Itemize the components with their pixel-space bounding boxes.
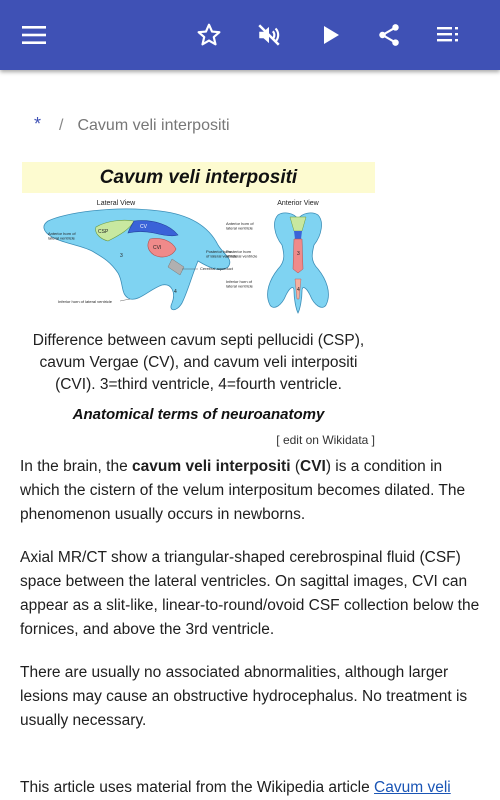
lateral-inferior-horn-label: Inferior horn of lateral ventricle — [58, 299, 113, 304]
aqueduct-label: Cerebral aqueduct — [200, 266, 234, 271]
breadcrumb-current: Cavum veli interpositi — [77, 117, 230, 134]
play-icon — [324, 26, 339, 44]
infobox-subtitle: Anatomical terms of neuroanatomy — [72, 406, 325, 423]
menu-button[interactable] — [13, 13, 57, 57]
volume-off-icon — [258, 24, 280, 46]
lateral-ventricle-shape — [43, 208, 231, 311]
mute-button[interactable] — [247, 13, 291, 57]
paragraph-imaging: Axial MR/CT show a triangular-shaped cer… — [20, 549, 480, 638]
fourth-ventricle-label: 4 — [174, 289, 177, 295]
anterior-fourth-ventricle — [294, 278, 302, 300]
anterior-third-ventricle — [292, 238, 304, 274]
favorite-button[interactable] — [187, 13, 231, 57]
list-icon — [437, 27, 458, 42]
breadcrumb-separator: / — [59, 117, 64, 134]
breadcrumb-home-link[interactable]: * — [34, 114, 42, 134]
infobox-caption: Difference between cavum septi pellucidi… — [32, 332, 365, 393]
lateral-view-title: Lateral View — [97, 200, 136, 207]
paragraph-attribution: This article uses material from the Wiki… — [20, 779, 451, 796]
anterior-fourth-label: 4 — [297, 287, 300, 293]
star-icon — [197, 23, 221, 46]
cv-region — [127, 220, 179, 237]
third-ventricle-label: 3 — [120, 253, 123, 259]
aqueduct-region — [167, 258, 185, 276]
share-icon — [379, 24, 399, 46]
contents-button[interactable] — [427, 13, 471, 57]
anterior-third-label: 3 — [297, 251, 300, 257]
cvi-region — [147, 238, 177, 258]
share-button[interactable] — [367, 13, 411, 57]
edit-on-wikidata-link[interactable]: [ edit on Wikidata ] — [276, 433, 375, 447]
anterior-cv-region — [294, 231, 302, 239]
anterior-view-title: Anterior View — [277, 200, 319, 207]
anatomy-diagram[interactable]: Lateral View CSP CV CVI 3 4 Anterior hor… — [22, 195, 375, 323]
cv-label: CV — [140, 224, 148, 230]
play-button[interactable] — [308, 13, 352, 57]
infobox: Cavum veli interpositi Lateral View CSP … — [22, 162, 375, 447]
infobox-title: Cavum veli interpositi — [22, 162, 375, 193]
paragraph-intro: In the brain, the cavum veli interpositi… — [20, 458, 466, 523]
app-bar — [0, 0, 500, 70]
paragraph-treatment: There are usually no associated abnormal… — [20, 664, 468, 729]
csp-region — [95, 219, 135, 242]
csp-label: CSP — [98, 229, 109, 235]
menu-icon — [22, 26, 46, 44]
breadcrumb: * / Cavum veli interpositi — [34, 114, 230, 135]
cvi-label: CVI — [153, 245, 161, 251]
wikipedia-article-link[interactable]: Cavum veli — [374, 779, 451, 796]
